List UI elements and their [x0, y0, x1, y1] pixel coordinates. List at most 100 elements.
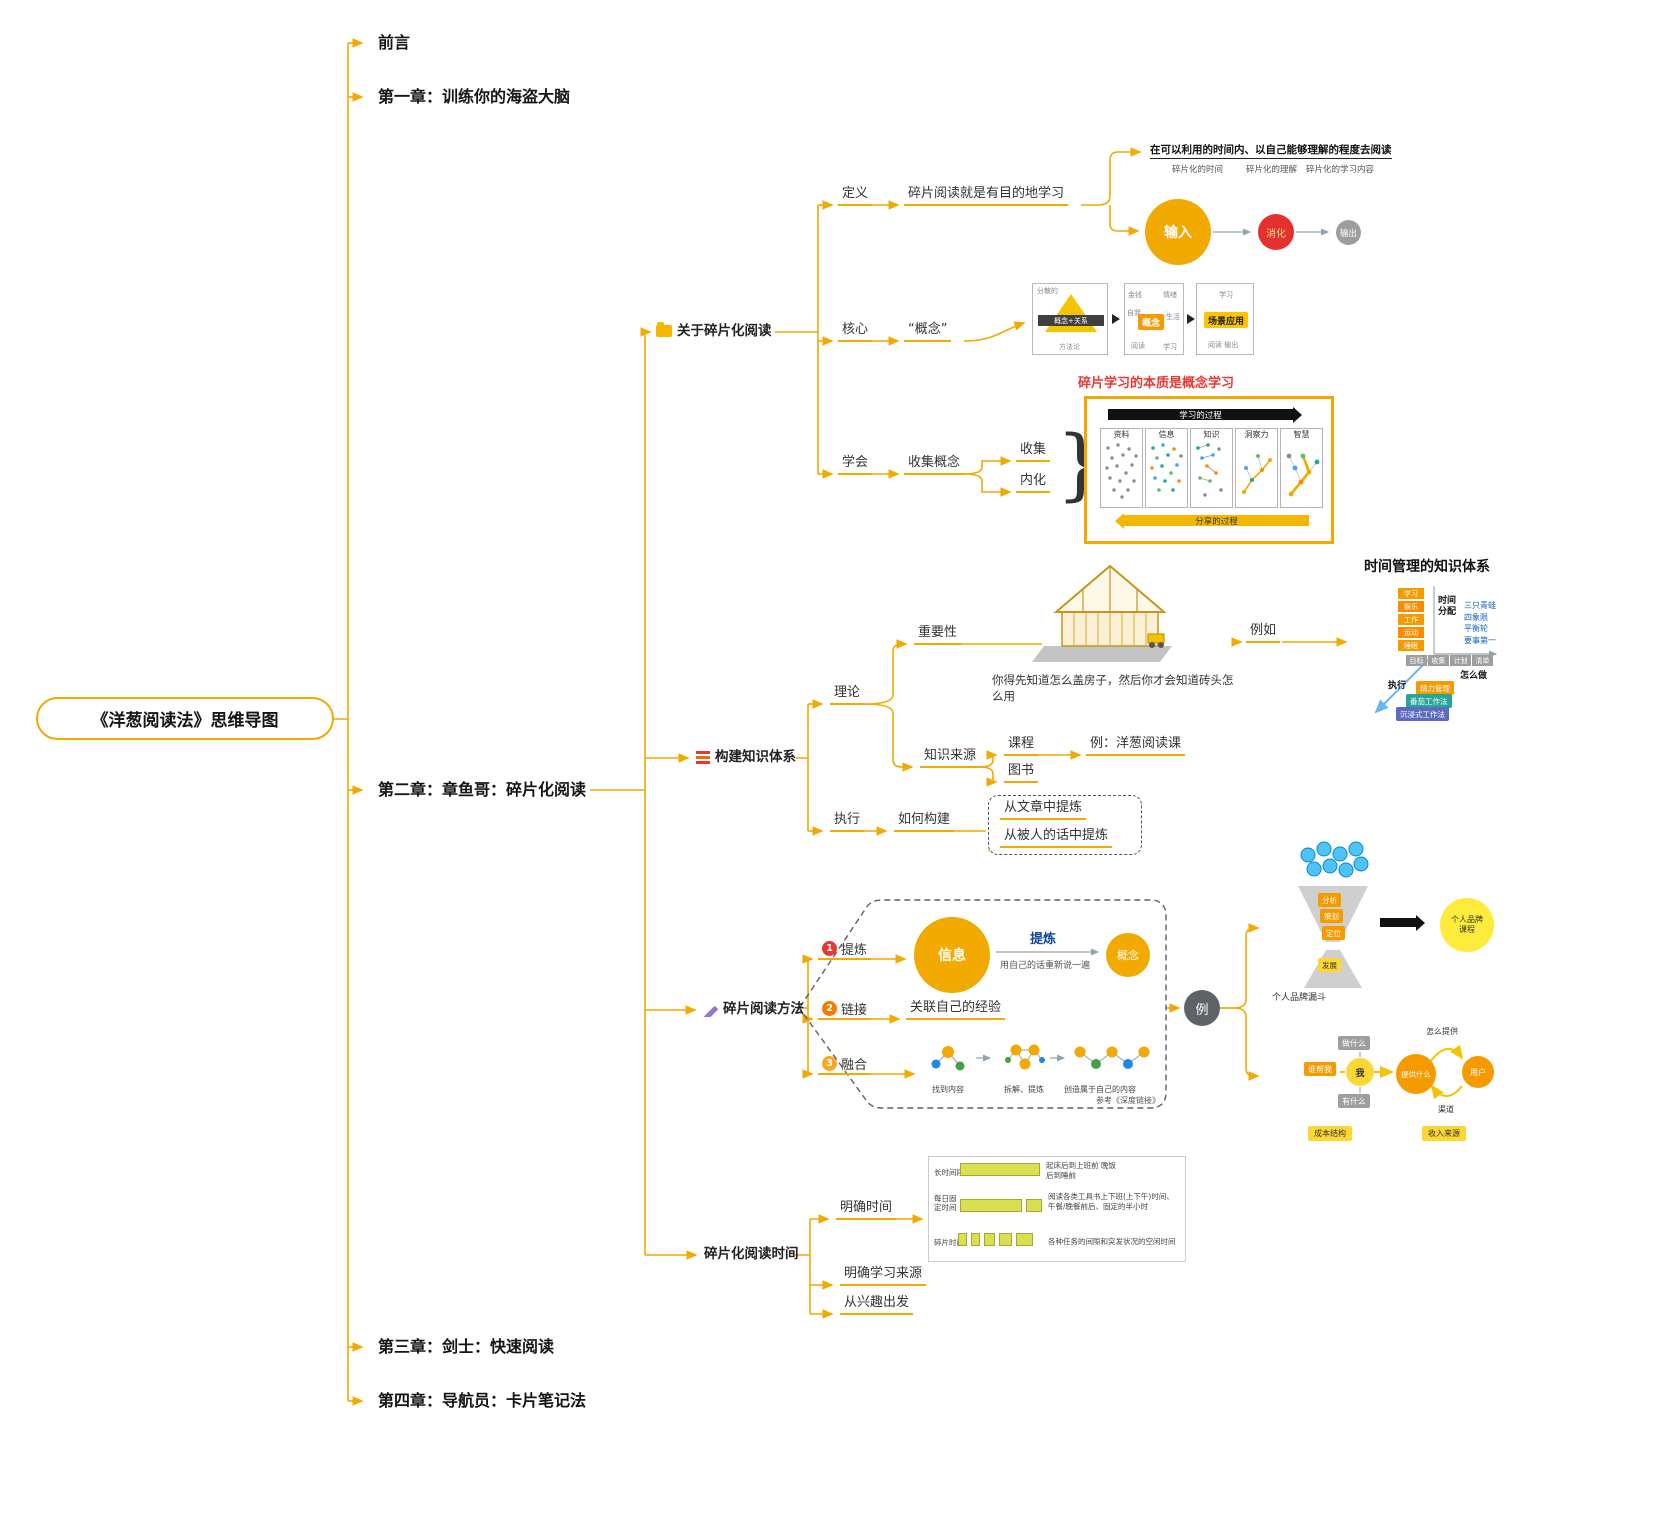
branch-label: 碎片化阅读时间 [704, 1246, 799, 1262]
step-label: 链接 [841, 1002, 868, 1018]
node-core[interactable]: 核心 [838, 321, 873, 342]
stage-panel-knowledge: 知识 [1190, 428, 1233, 508]
learning-process-arrow: 学习的过程 [1108, 409, 1293, 421]
concept-circle: 概念 [1106, 933, 1150, 977]
stack-item: 运动 [1398, 627, 1424, 638]
funnel-band: 定位 [1322, 926, 1345, 940]
chapter-3[interactable]: 第三章：剑士：快速阅读 [378, 1337, 555, 1356]
branch-build-knowledge-system[interactable]: 构建知识体系 [696, 748, 796, 766]
node-internalize[interactable]: 内化 [1016, 472, 1051, 493]
time-bar [971, 1233, 980, 1246]
axis-y-label: 时间分配 [1438, 596, 1457, 617]
node-book[interactable]: 图书 [1004, 762, 1039, 783]
funnel-band: 策划 [1320, 909, 1343, 923]
branch-label: 构建知识体系 [715, 749, 796, 765]
concept-box: 金钱 情绪 自我 生活 阅读 学习 概念 [1124, 283, 1184, 355]
node-execute[interactable]: 执行 [830, 811, 865, 832]
node-importance[interactable]: 重要性 [914, 624, 962, 645]
node-learn[interactable]: 学会 [838, 454, 873, 475]
output-circle: 输出 [1336, 220, 1361, 245]
gtd-item: 清单 [1472, 655, 1493, 666]
root-node[interactable]: 《洋葱阅读法》思维导图 [36, 697, 334, 740]
chapter-4[interactable]: 第四章：导航员：卡片笔记法 [378, 1391, 587, 1410]
folder-icon [656, 322, 672, 337]
method-right-item: 平衡轮 [1464, 624, 1488, 633]
info-circle: 信息 [914, 917, 990, 993]
step-extract[interactable]: 1 提炼 [818, 940, 872, 960]
stage-panel-info: 信息 [1145, 428, 1188, 508]
funnel-caption: 个人品牌漏斗 [1272, 993, 1327, 1003]
step-link[interactable]: 2 链接 [818, 1000, 872, 1020]
chapter-2[interactable]: 第二章：章鱼哥：碎片化阅读 [378, 780, 587, 799]
node-definition-text[interactable]: 碎片阅读就是有目的地学习 [904, 185, 1069, 206]
step-merge[interactable]: 3 融合 [818, 1055, 872, 1075]
node-extract-from-speech[interactable]: 从被人的话中提炼 [1000, 827, 1113, 848]
stage-label: 资料 [1113, 430, 1130, 439]
how-method-chip: 沉浸式工作法 [1396, 707, 1449, 721]
time-bar [1026, 1199, 1042, 1212]
stage-label: 信息 [1158, 430, 1175, 439]
concept-word: 自我 [1127, 309, 1141, 317]
canvas-helper: 谁帮我 [1304, 1062, 1336, 1076]
node-how-to-build[interactable]: 如何构建 [894, 811, 955, 832]
canvas-do: 做什么 [1338, 1036, 1370, 1050]
node-collect[interactable]: 收集 [1016, 441, 1051, 462]
step-label: 融合 [841, 1057, 868, 1073]
node-course-example[interactable]: 例：洋葱阅读课 [1086, 735, 1186, 756]
canvas-income: 收入来源 [1422, 1126, 1466, 1141]
funnel-band: 发展 [1318, 958, 1341, 972]
node-clear-source[interactable]: 明确学习来源 [840, 1265, 927, 1286]
node-interest[interactable]: 从兴趣出发 [840, 1294, 914, 1315]
def-sub-time: 碎片化的时间 [1172, 165, 1224, 175]
node-definition[interactable]: 定义 [838, 185, 873, 206]
time-system-title: 时间管理的知识体系 [1364, 559, 1490, 575]
node-link-experience[interactable]: 关联自己的经验 [906, 999, 1006, 1020]
gtd-item: 收集 [1428, 655, 1449, 666]
canvas-cost: 成本结构 [1308, 1126, 1352, 1141]
step-2-badge: 2 [822, 1000, 837, 1016]
node-course[interactable]: 课程 [1004, 735, 1039, 756]
stack-item: 娱乐 [1398, 601, 1424, 612]
stage-panel-data: 资料 [1100, 428, 1143, 508]
branch-about-fragmented-reading[interactable]: 关于碎片化阅读 [656, 322, 772, 340]
time-system-methods-right: 三只青蛙 四象限 平衡轮 要事第一 [1464, 600, 1496, 646]
funnel-band: 分析 [1318, 893, 1341, 907]
time-row-note: 阅读各类工具书上下班(上下午)时间、午餐/晚餐前后、固定的半小时 [1048, 1192, 1174, 1211]
node-knowledge-source[interactable]: 知识来源 [920, 747, 981, 768]
chapter-1[interactable]: 第一章：训练你的海盗大脑 [378, 87, 571, 106]
digest-circle: 消化 [1258, 214, 1294, 250]
branch-reading-time[interactable]: 碎片化阅读时间 [704, 1245, 799, 1263]
concept-word: 生活 [1166, 313, 1180, 321]
concept-word: 情绪 [1163, 291, 1177, 299]
stage-panel-wisdom: 智慧 [1280, 428, 1323, 508]
axis-x-label: 怎么做 [1460, 671, 1488, 681]
canvas-channel-label: 渠道 [1438, 1105, 1454, 1114]
time-bar [1016, 1233, 1033, 1246]
node-for-example[interactable]: 例如 [1246, 622, 1281, 643]
pyramid-bottom-label: 方法论 [1059, 343, 1080, 351]
branch-reading-method[interactable]: 碎片阅读方法 [703, 1000, 804, 1018]
right-arrow-icon [1187, 314, 1195, 324]
node-core-text[interactable]: “概念” [904, 321, 952, 342]
example-node[interactable]: 例 [1184, 990, 1220, 1026]
time-row-label: 碎片时间 [934, 1238, 964, 1247]
merge-step-1: 找到内容 [932, 1085, 964, 1094]
def-sub-understand: 碎片化的理解 [1246, 165, 1298, 175]
chapter-preface[interactable]: 前言 [378, 33, 411, 52]
node-clear-time[interactable]: 明确时间 [836, 1199, 897, 1220]
how-method-chip: 精力管理 [1416, 681, 1454, 695]
gtd-item: 目标 [1406, 655, 1427, 666]
house-caption: 你得先知道怎么盖房子，然后你才会知道砖头怎么用 [992, 673, 1234, 703]
node-extract-from-articles[interactable]: 从文章中提炼 [1000, 799, 1087, 820]
funnel-result-circle: 个人品牌课程 [1440, 898, 1494, 952]
extract-note: 用自己的话重新说一遍 [1000, 961, 1091, 971]
scene-chip: 场景应用 [1204, 312, 1249, 328]
stack-item: 工作 [1398, 614, 1424, 625]
node-theory[interactable]: 理论 [830, 684, 865, 705]
time-system-stack: 学习 娱乐 工作 运动 睡眠 [1398, 588, 1424, 653]
def-diagram-title: 在可以利用的时间内、以自己能够理解的程度去阅读 [1150, 142, 1392, 159]
concept-word: 学习 [1163, 343, 1177, 351]
input-circle: 输入 [1145, 199, 1211, 265]
step-3-badge: 3 [822, 1055, 837, 1071]
node-learn-text[interactable]: 收集概念 [904, 454, 965, 475]
